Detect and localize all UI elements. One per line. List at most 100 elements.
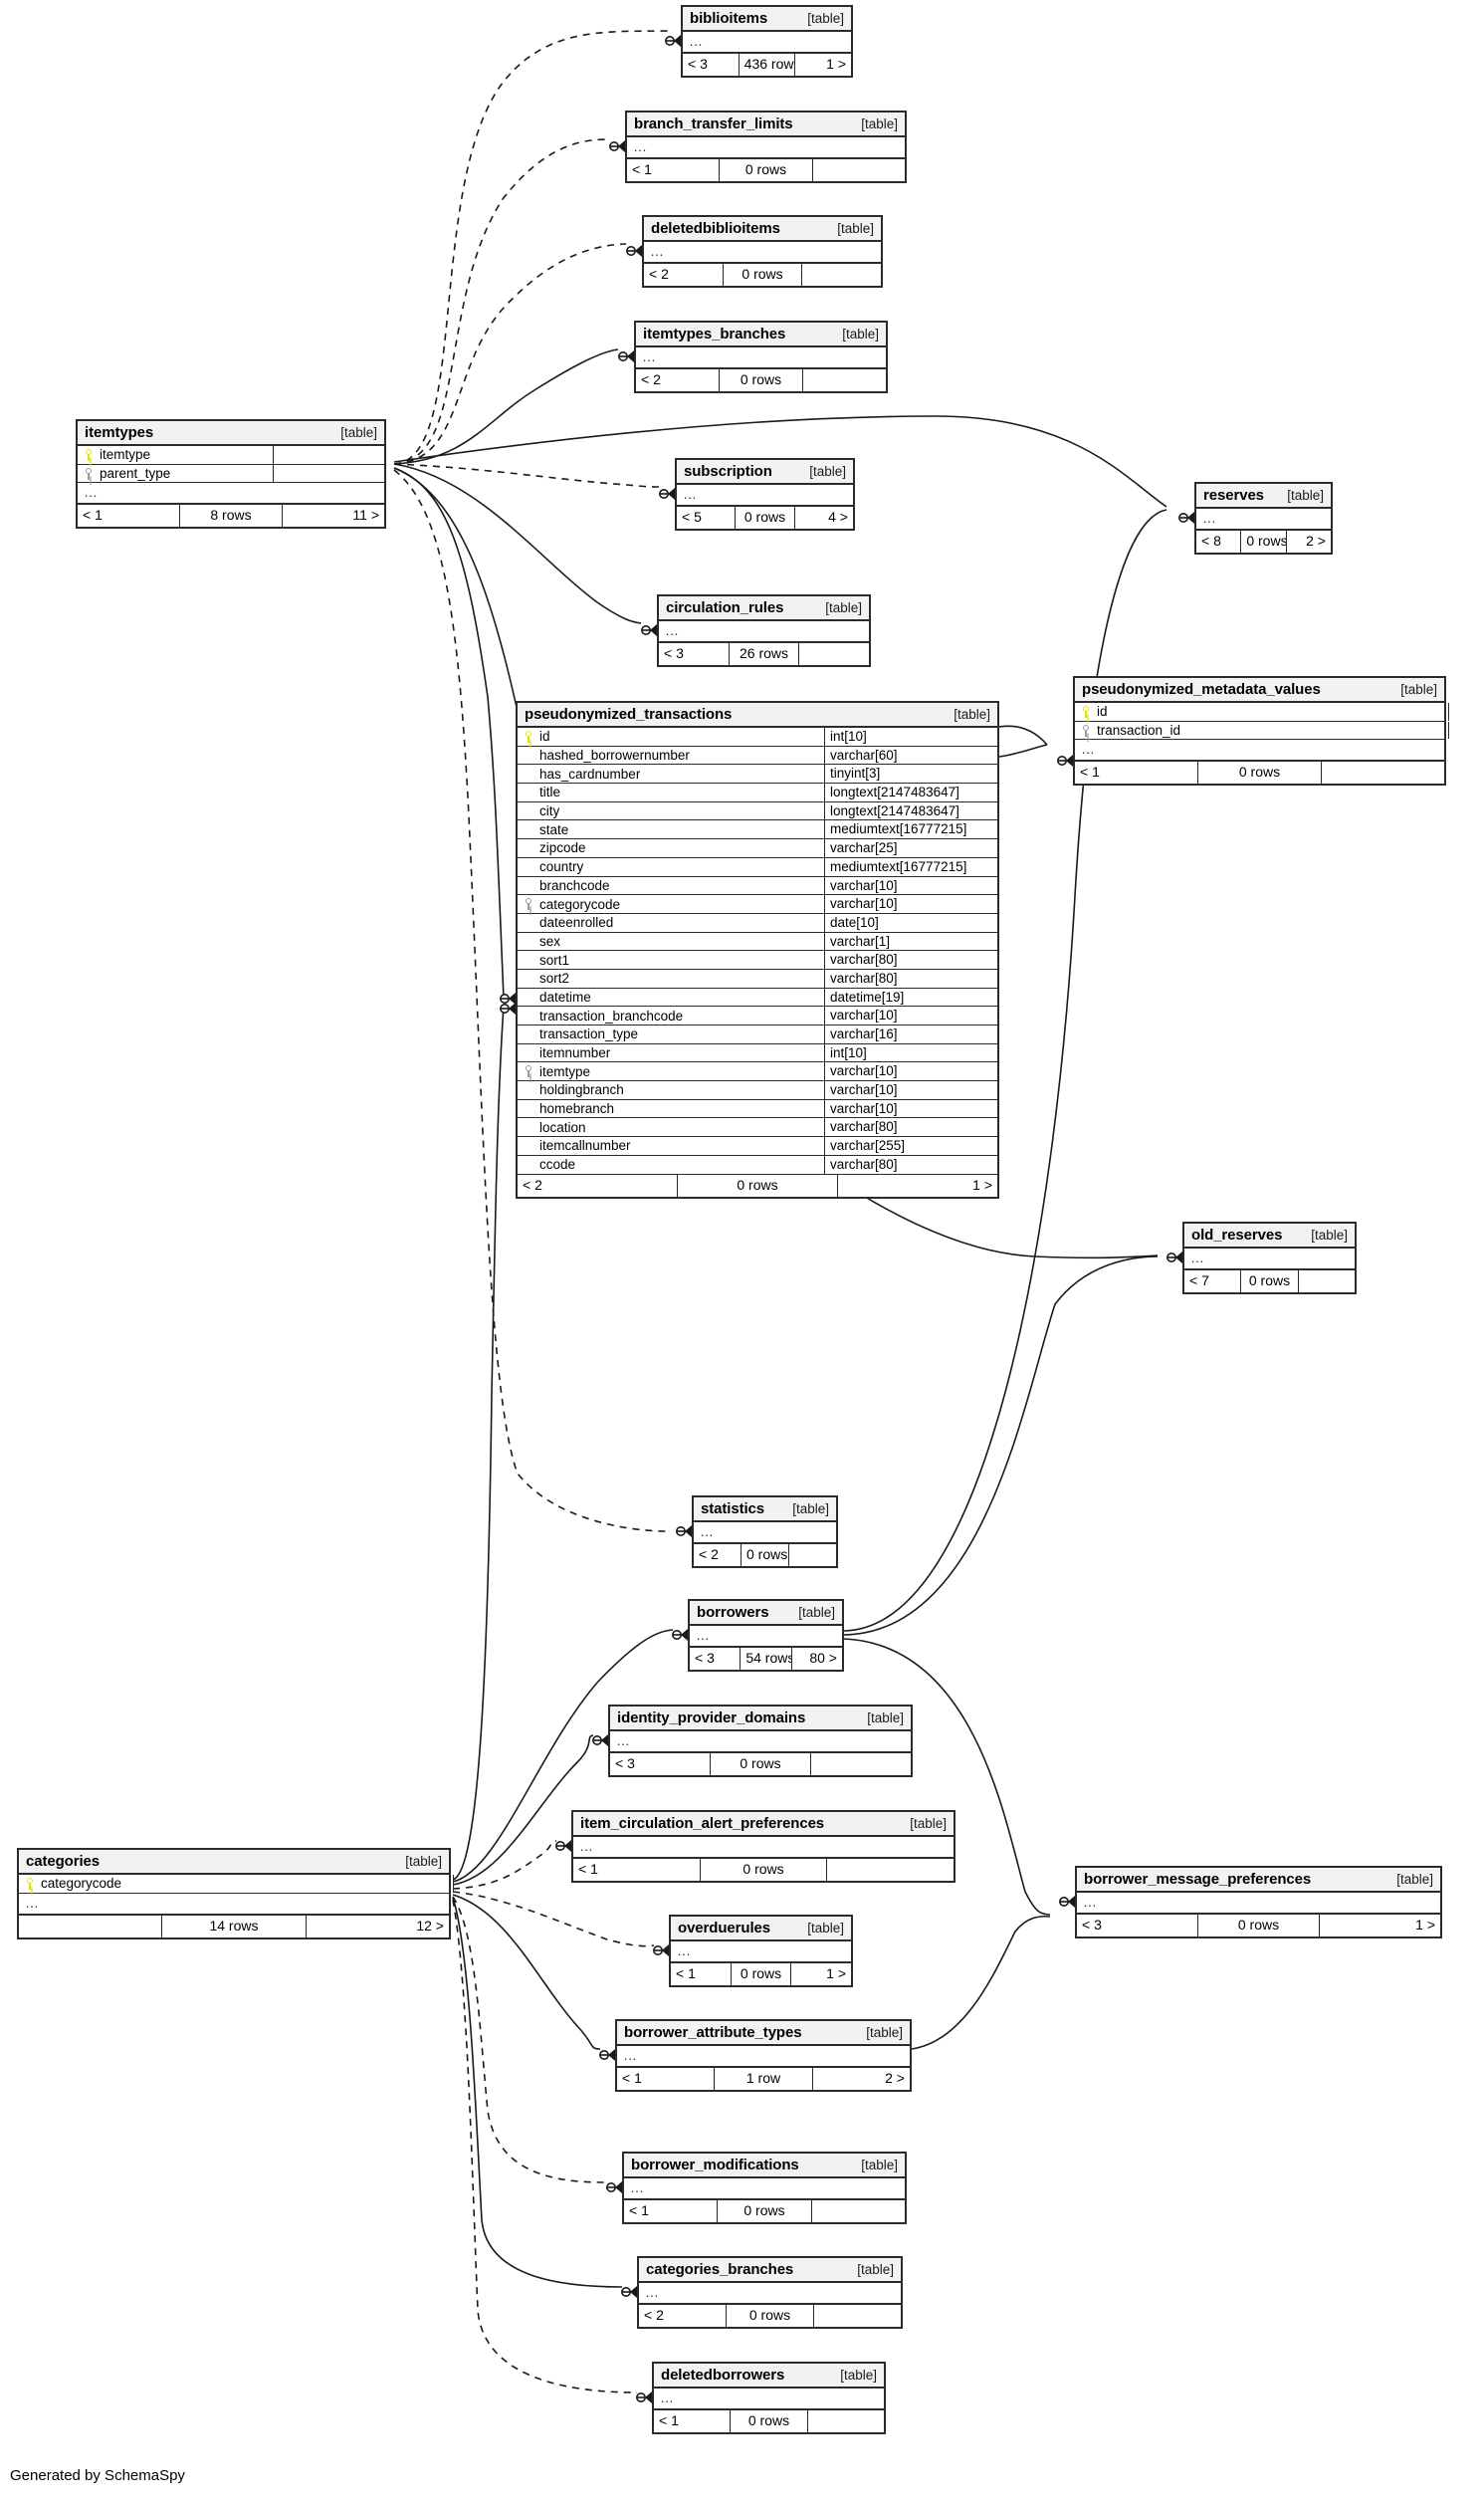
table-borrower_message_preferences-columns-ellipsis: … [1077,1893,1440,1915]
table-pseudonymized_metadata_values-column-transaction_id[interactable]: transaction_id [1075,721,1449,741]
table-identity_provider_domains-footer-cell: < 3 [610,1753,711,1775]
table-borrower_message_preferences-title: borrower_message_preferences [1084,1870,1312,1888]
table-pseudonymized_transactions-column-name-cell: transaction_type [518,1025,824,1043]
table-reserves-header: reserves[table] [1196,484,1331,509]
table-pseudonymized_transactions-column-label: sex [539,933,561,949]
table-pseudonymized_transactions-column-type: varchar[10] [824,1062,997,1081]
table-reserves-footer-cell: < 8 [1196,531,1242,553]
table-categories-column-categorycode[interactable]: categorycode [19,1875,454,1894]
table-pseudonymized_metadata_values-column-type [1448,721,1454,740]
table-overduerules-footer-cell: 1 > [826,1965,847,1981]
table-pseudonymized_transactions-inbound-connector-1 [499,993,516,1005]
table-borrower_attribute_types-footer-cell: < 1 [617,2068,716,2090]
table-categories-footer-cell: 12 > [416,1917,444,1934]
table-pseudonymized_transactions-column-type: longtext[2147483647] [824,784,997,801]
table-pseudonymized_transactions-column-type: varchar[255] [824,1137,997,1155]
table-itemtypes-column-itemtype[interactable]: itemtype [78,446,384,465]
table-pseudonymized_transactions-column-type: varchar[10] [824,876,997,895]
table-biblioitems-inbound-connector [664,35,681,47]
table-branch_transfer_limits-footer-cell: 0 rows [720,159,813,181]
table-pseudonymized_transactions-column-name-cell: city [518,802,824,820]
table-statistics-columns-ellipsis: … [694,1522,836,1544]
table-pseudonymized_metadata_values-footer-cell: < 1 [1075,762,1198,785]
table-old_reserves-columns-ellipsis: … [1184,1249,1355,1270]
table-subscription-footer-cell: 0 rows [736,507,795,529]
table-itemtypes_branches-header: itemtypes_branches[table] [636,323,886,347]
table-deletedborrowers-footer-cell: < 1 [654,2410,732,2432]
edge-pseudonymized_transactions-to-pseudonymized_metadata_values [998,725,1048,746]
table-borrower_message_preferences-footer-cell: 0 rows [1198,1915,1320,1936]
table-old_reserves-inbound-connector [1166,1252,1182,1263]
table-reserves-title: reserves [1203,486,1264,504]
table-categories-type-tag: [table] [405,1853,442,1869]
foreign-key-icon [525,1065,533,1078]
table-deletedborrowers-footer-cell [808,2410,884,2432]
table-pseudonymized_metadata_values-column-id[interactable]: id [1075,703,1449,722]
table-pseudonymized_metadata_values-column-name-cell: transaction_id [1075,722,1448,740]
table-overduerules-footer-cell: < 1 [671,1963,732,1985]
table-itemtypes-column-parent_type[interactable]: parent_type [78,464,384,484]
table-item_circulation_alert_preferences-footer-cell: 0 rows [701,1859,828,1881]
table-branch_transfer_limits-type-tag: [table] [861,115,898,131]
table-borrowers-footer-cell: 80 > [809,1650,837,1666]
table-circulation_rules-type-tag: [table] [825,599,862,615]
table-pseudonymized_transactions-footer-cell: 1 > [972,1176,992,1193]
table-pseudonymized_transactions-column-name-cell: itemcallnumber [518,1137,824,1155]
table-item_circulation_alert_preferences[interactable]: item_circulation_alert_preferences[table… [571,1810,955,1883]
table-pseudonymized_transactions-column-label: country [539,859,584,875]
